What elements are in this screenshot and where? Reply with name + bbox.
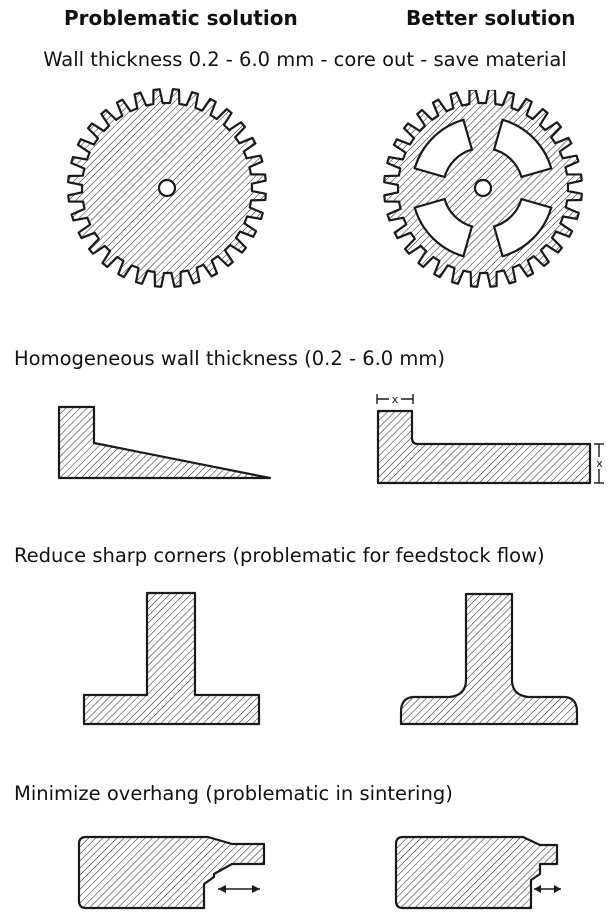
- overhang-caption: Minimize overhang (problematic in sinter…: [14, 782, 453, 805]
- long-overhang-part-shape: [77, 835, 266, 910]
- height-dimension-label: x: [596, 457, 603, 470]
- cored-gear-hub-hole: [473, 178, 493, 198]
- width-dimension-marker: x: [376, 393, 414, 406]
- uniform-l-profile-shape: [376, 409, 592, 485]
- width-dimension-label: x: [392, 393, 399, 406]
- sharp-t-profile-shape: [82, 591, 261, 726]
- wall-thickness-caption: Wall thickness 0.2 - 6.0 mm - core out -…: [43, 48, 567, 71]
- short-overhang-part-shape: [394, 835, 559, 910]
- homogeneous-wall-caption: Homogeneous wall thickness (0.2 - 6.0 mm…: [14, 347, 445, 370]
- better-solution-header: Better solution: [406, 6, 576, 30]
- wedge-profile-shape: [57, 405, 272, 480]
- long-overhang-arrow: [218, 885, 260, 893]
- short-overhang-arrow: [534, 885, 561, 893]
- problematic-solution-header: Problematic solution: [64, 6, 298, 30]
- height-dimension-marker: x: [594, 443, 605, 484]
- sharp-corners-caption: Reduce sharp corners (problematic for fe…: [14, 544, 545, 567]
- solid-gear-hub-hole: [157, 178, 177, 198]
- cored-gear-window-outlines: [413, 118, 553, 258]
- rounded-t-profile-shape: [399, 592, 579, 726]
